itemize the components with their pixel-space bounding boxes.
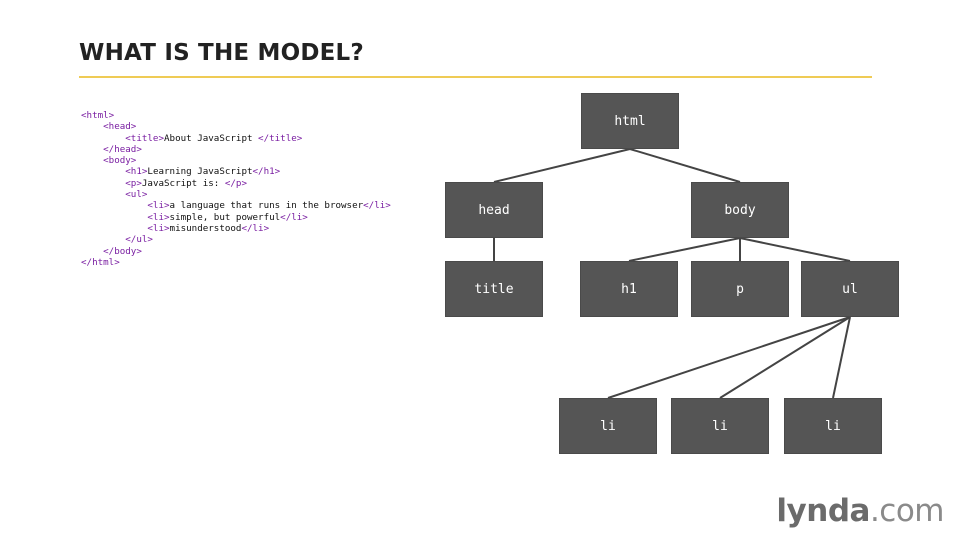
code-line: </ul> bbox=[81, 234, 391, 245]
node-h1: h1 bbox=[580, 261, 678, 317]
node-ul: ul bbox=[801, 261, 899, 317]
code-text: JavaScript is: bbox=[141, 177, 225, 189]
code-tag: <title> bbox=[125, 132, 164, 144]
code-line: <head> bbox=[81, 121, 391, 132]
node-title: title bbox=[445, 261, 543, 317]
code-tag: </title> bbox=[258, 132, 303, 144]
code-tag: <li> bbox=[147, 211, 170, 223]
code-line: <li>simple, but powerful</li> bbox=[81, 212, 391, 223]
code-line: <p>JavaScript is: </p> bbox=[81, 178, 391, 189]
code-text: misunderstood bbox=[169, 222, 242, 234]
code-line: <body> bbox=[81, 155, 391, 166]
code-text: simple, but powerful bbox=[169, 211, 281, 223]
node-head: head bbox=[445, 182, 543, 238]
code-tag: </li> bbox=[280, 211, 308, 223]
node-li-3: li bbox=[784, 398, 882, 454]
node-li-1: li bbox=[559, 398, 657, 454]
html-code-block: <html> <head> <title>About JavaScript </… bbox=[81, 110, 391, 268]
code-tag: <ul> bbox=[125, 189, 148, 201]
edge-ul-li3 bbox=[832, 316, 851, 399]
code-text: Learning JavaScript bbox=[147, 166, 253, 178]
node-body: body bbox=[691, 182, 789, 238]
code-tag: </p> bbox=[224, 177, 247, 189]
lynda-logo: lynda.com bbox=[776, 493, 944, 529]
edge-html-head bbox=[493, 148, 631, 183]
edge-body-h1 bbox=[628, 237, 741, 262]
code-line: </head> bbox=[81, 144, 391, 155]
edge-body-ul bbox=[739, 237, 851, 262]
code-tag: <p> bbox=[125, 177, 142, 189]
code-tag: </html> bbox=[81, 256, 120, 268]
code-tag: </h1> bbox=[252, 166, 281, 178]
code-tag: </body> bbox=[103, 245, 142, 257]
code-tag: </li> bbox=[363, 200, 391, 212]
code-tag: </li> bbox=[241, 222, 270, 234]
code-tag: <head> bbox=[103, 121, 137, 133]
code-line: <li>a language that runs in the browser<… bbox=[81, 200, 391, 212]
edge-html-body bbox=[629, 148, 741, 183]
code-line: </body> bbox=[81, 246, 391, 257]
code-text: a language that runs in the browser bbox=[169, 200, 364, 212]
code-line: <li>misunderstood</li> bbox=[81, 223, 391, 234]
node-html: html bbox=[581, 93, 679, 149]
logo-brand: lynda bbox=[776, 493, 870, 529]
code-tag: <li> bbox=[147, 222, 170, 234]
code-text: About JavaScript bbox=[164, 132, 259, 144]
slide-title: WHAT IS THE MODEL? bbox=[79, 40, 364, 66]
title-underline bbox=[79, 76, 872, 78]
code-tag: </head> bbox=[103, 143, 142, 155]
edge-ul-li1 bbox=[607, 316, 851, 399]
code-tag: <html> bbox=[81, 110, 115, 121]
node-li-2: li bbox=[671, 398, 769, 454]
code-tag: <li> bbox=[147, 200, 170, 212]
code-line: <html> bbox=[81, 110, 391, 121]
logo-suffix: .com bbox=[869, 493, 945, 529]
code-tag: <body> bbox=[103, 155, 137, 167]
code-line: <ul> bbox=[81, 189, 391, 200]
code-tag: <h1> bbox=[125, 166, 148, 178]
code-line: <h1>Learning JavaScript</h1> bbox=[81, 166, 391, 177]
code-line: </html> bbox=[81, 257, 391, 268]
code-tag: </ul> bbox=[125, 234, 153, 246]
node-p: p bbox=[691, 261, 789, 317]
code-line: <title>About JavaScript </title> bbox=[81, 133, 391, 144]
edge-ul-li2 bbox=[719, 316, 851, 399]
